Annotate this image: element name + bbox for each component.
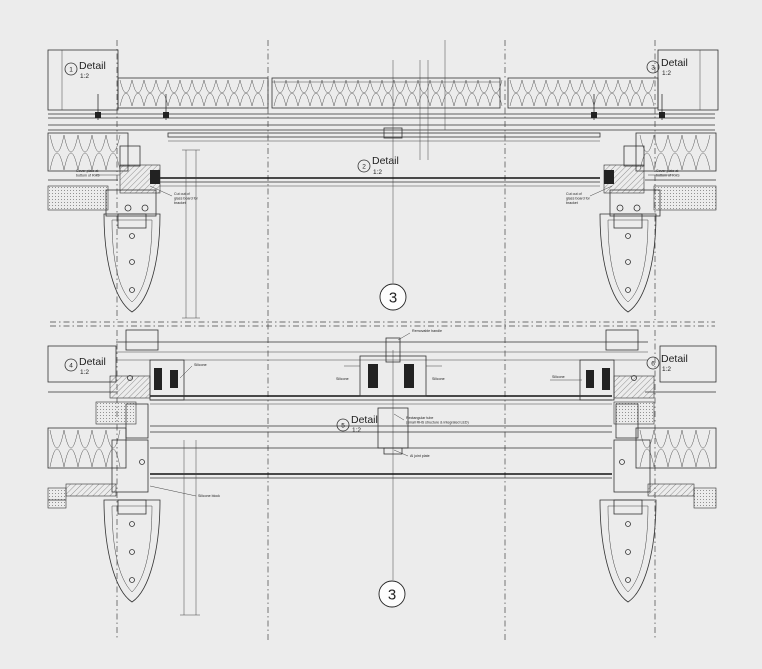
- detail-number: 3: [651, 65, 655, 72]
- detail-scale: 1:2: [662, 70, 671, 77]
- detail-label: Detail: [372, 155, 399, 167]
- detail-tag-6: 6 Detail 1:2: [646, 353, 688, 373]
- detail-label: Detail: [661, 57, 688, 69]
- note-silicone-centre-left: Silicone: [336, 377, 349, 381]
- leader-lines: [96, 174, 672, 497]
- detail-label: Detail: [79, 356, 106, 368]
- detail-scale: 1:2: [352, 427, 361, 434]
- detail-scale: 1:2: [662, 366, 671, 373]
- detail-number: 1: [69, 67, 73, 74]
- note-silicone-left: Silicone: [194, 363, 207, 367]
- detail-label: Detail: [351, 414, 378, 426]
- top-section: [47, 40, 719, 319]
- detail-tag-5: 5 Detail 1:2: [336, 414, 378, 434]
- note-al-joint-plate: Al joint plate: [410, 454, 430, 458]
- detail-tag-4: 4 Detail 1:2: [64, 356, 106, 376]
- detail-label: Detail: [661, 353, 688, 365]
- note-silicone-centre-right: Silicone: [432, 377, 445, 381]
- detail-number: 5: [341, 423, 345, 430]
- detail-tag-2: 2 Detail 1:2: [357, 155, 399, 176]
- detail-number: 4: [69, 363, 73, 370]
- detail-number: 2: [362, 164, 366, 171]
- detail-number: 6: [651, 361, 655, 368]
- note-silicone-right: Silicone: [552, 375, 565, 379]
- grid-bubble-number: 3: [388, 587, 396, 604]
- grid-bubble-bottom: 3: [378, 580, 406, 608]
- detail-tag-1: 1 Detail 1:2: [64, 60, 106, 80]
- detail-label: Detail: [79, 60, 106, 72]
- note-silicone-block: Silicone block: [198, 494, 220, 498]
- detail-tag-3: 3 Detail 1:2: [646, 57, 688, 77]
- note-rect-tube: Rectangular tube(small RHS structure & i…: [406, 416, 469, 425]
- grid-bubble-top: 3: [379, 283, 407, 311]
- bottom-section: [47, 329, 717, 616]
- note-removable-handle: Removable handle: [412, 329, 442, 333]
- detail-scale: 1:2: [373, 169, 382, 176]
- grid-bubble-number: 3: [389, 290, 397, 307]
- detail-scale: 1:2: [80, 369, 89, 376]
- detail-scale: 1:2: [80, 73, 89, 80]
